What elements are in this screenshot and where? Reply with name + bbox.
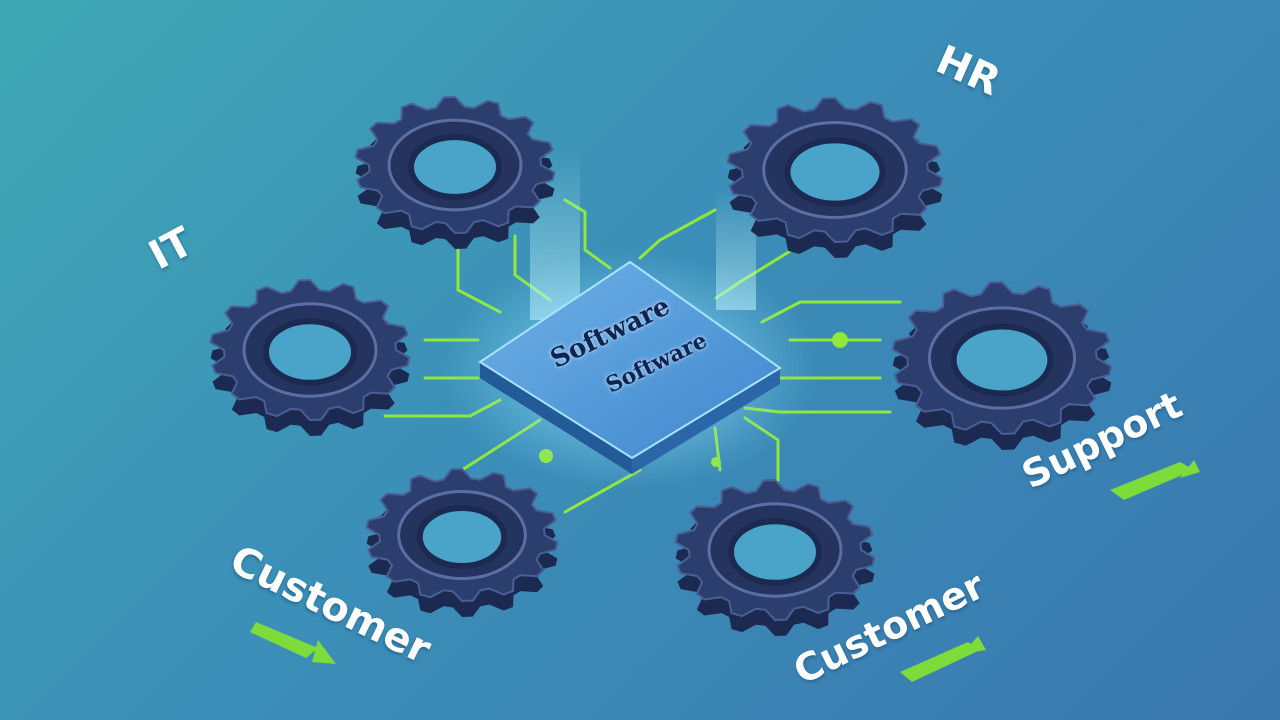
connector-node	[832, 332, 848, 348]
gear-icon	[674, 478, 876, 636]
hub-chip	[478, 260, 782, 474]
arrows	[250, 460, 1200, 682]
arrow-icon	[312, 640, 336, 664]
gears	[209, 95, 1113, 636]
gear-icon	[726, 96, 944, 258]
gear-icon	[354, 95, 556, 249]
arrow-icon	[900, 642, 980, 682]
arrow-icon	[1180, 460, 1200, 478]
gear-icon	[891, 280, 1113, 450]
arrow-icon	[250, 622, 318, 658]
gear-icon	[209, 278, 411, 436]
arrow-icon	[962, 636, 986, 654]
gear-icon	[365, 467, 559, 617]
arrow-icon	[1110, 462, 1194, 500]
